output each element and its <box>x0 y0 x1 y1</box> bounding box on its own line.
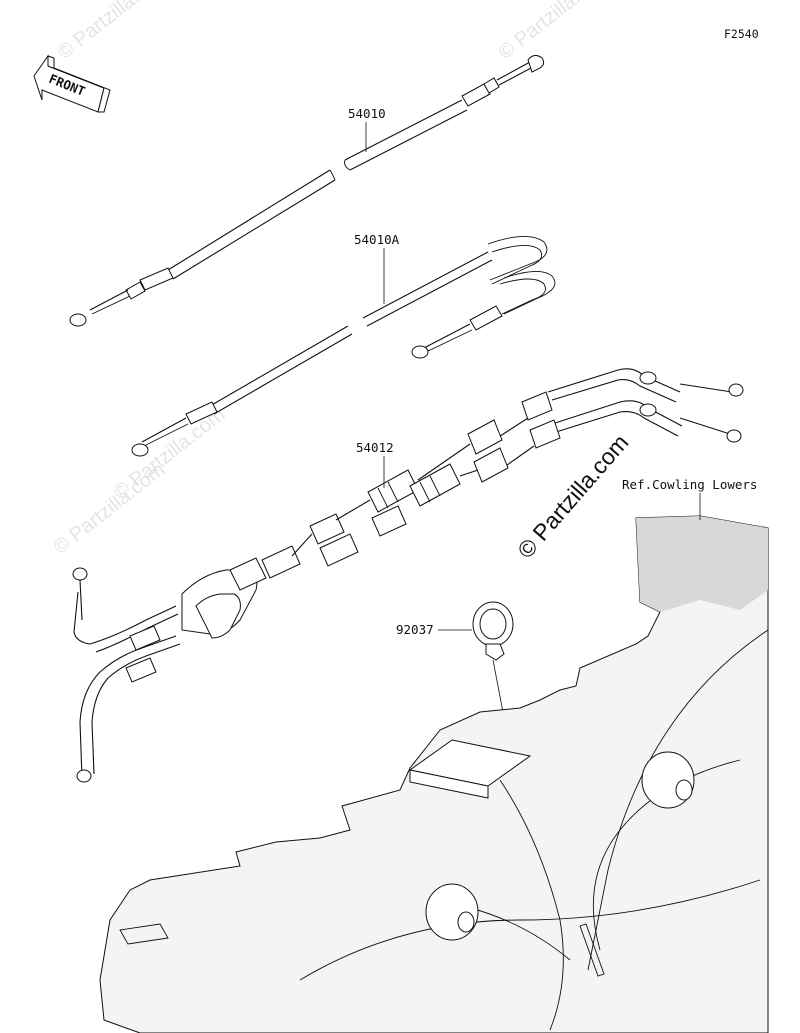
cable-54010 <box>69 54 545 327</box>
rubber-mount-2 <box>425 883 479 941</box>
reference-note: Ref.Cowling Lowers <box>622 477 757 492</box>
callouts: 54010 54010A 54012 92037 Ref.Cowling Low… <box>348 106 757 637</box>
callout-54010a: 54010A <box>354 232 400 247</box>
callout-54012: 54012 <box>356 440 394 455</box>
faint-watermark-4: © Partzilla.com <box>110 404 230 504</box>
cable-54012 <box>72 368 744 783</box>
callout-54010: 54010 <box>348 106 386 121</box>
callout-92037: 92037 <box>396 622 434 637</box>
faint-watermarks: © Partzilla.com © Partzilla.com © Partzi… <box>50 0 615 559</box>
faint-watermark-2: © Partzilla.com <box>495 0 615 64</box>
front-arrow: FRONT <box>33 54 111 113</box>
faint-watermark-1: © Partzilla.com <box>54 0 174 64</box>
fairing-panel <box>99 515 769 1033</box>
brand-watermark: © Partzilla.com <box>512 429 633 563</box>
rubber-mount-1 <box>641 751 695 809</box>
figure-code: F2540 <box>724 27 759 41</box>
cable-54010a <box>131 236 556 457</box>
